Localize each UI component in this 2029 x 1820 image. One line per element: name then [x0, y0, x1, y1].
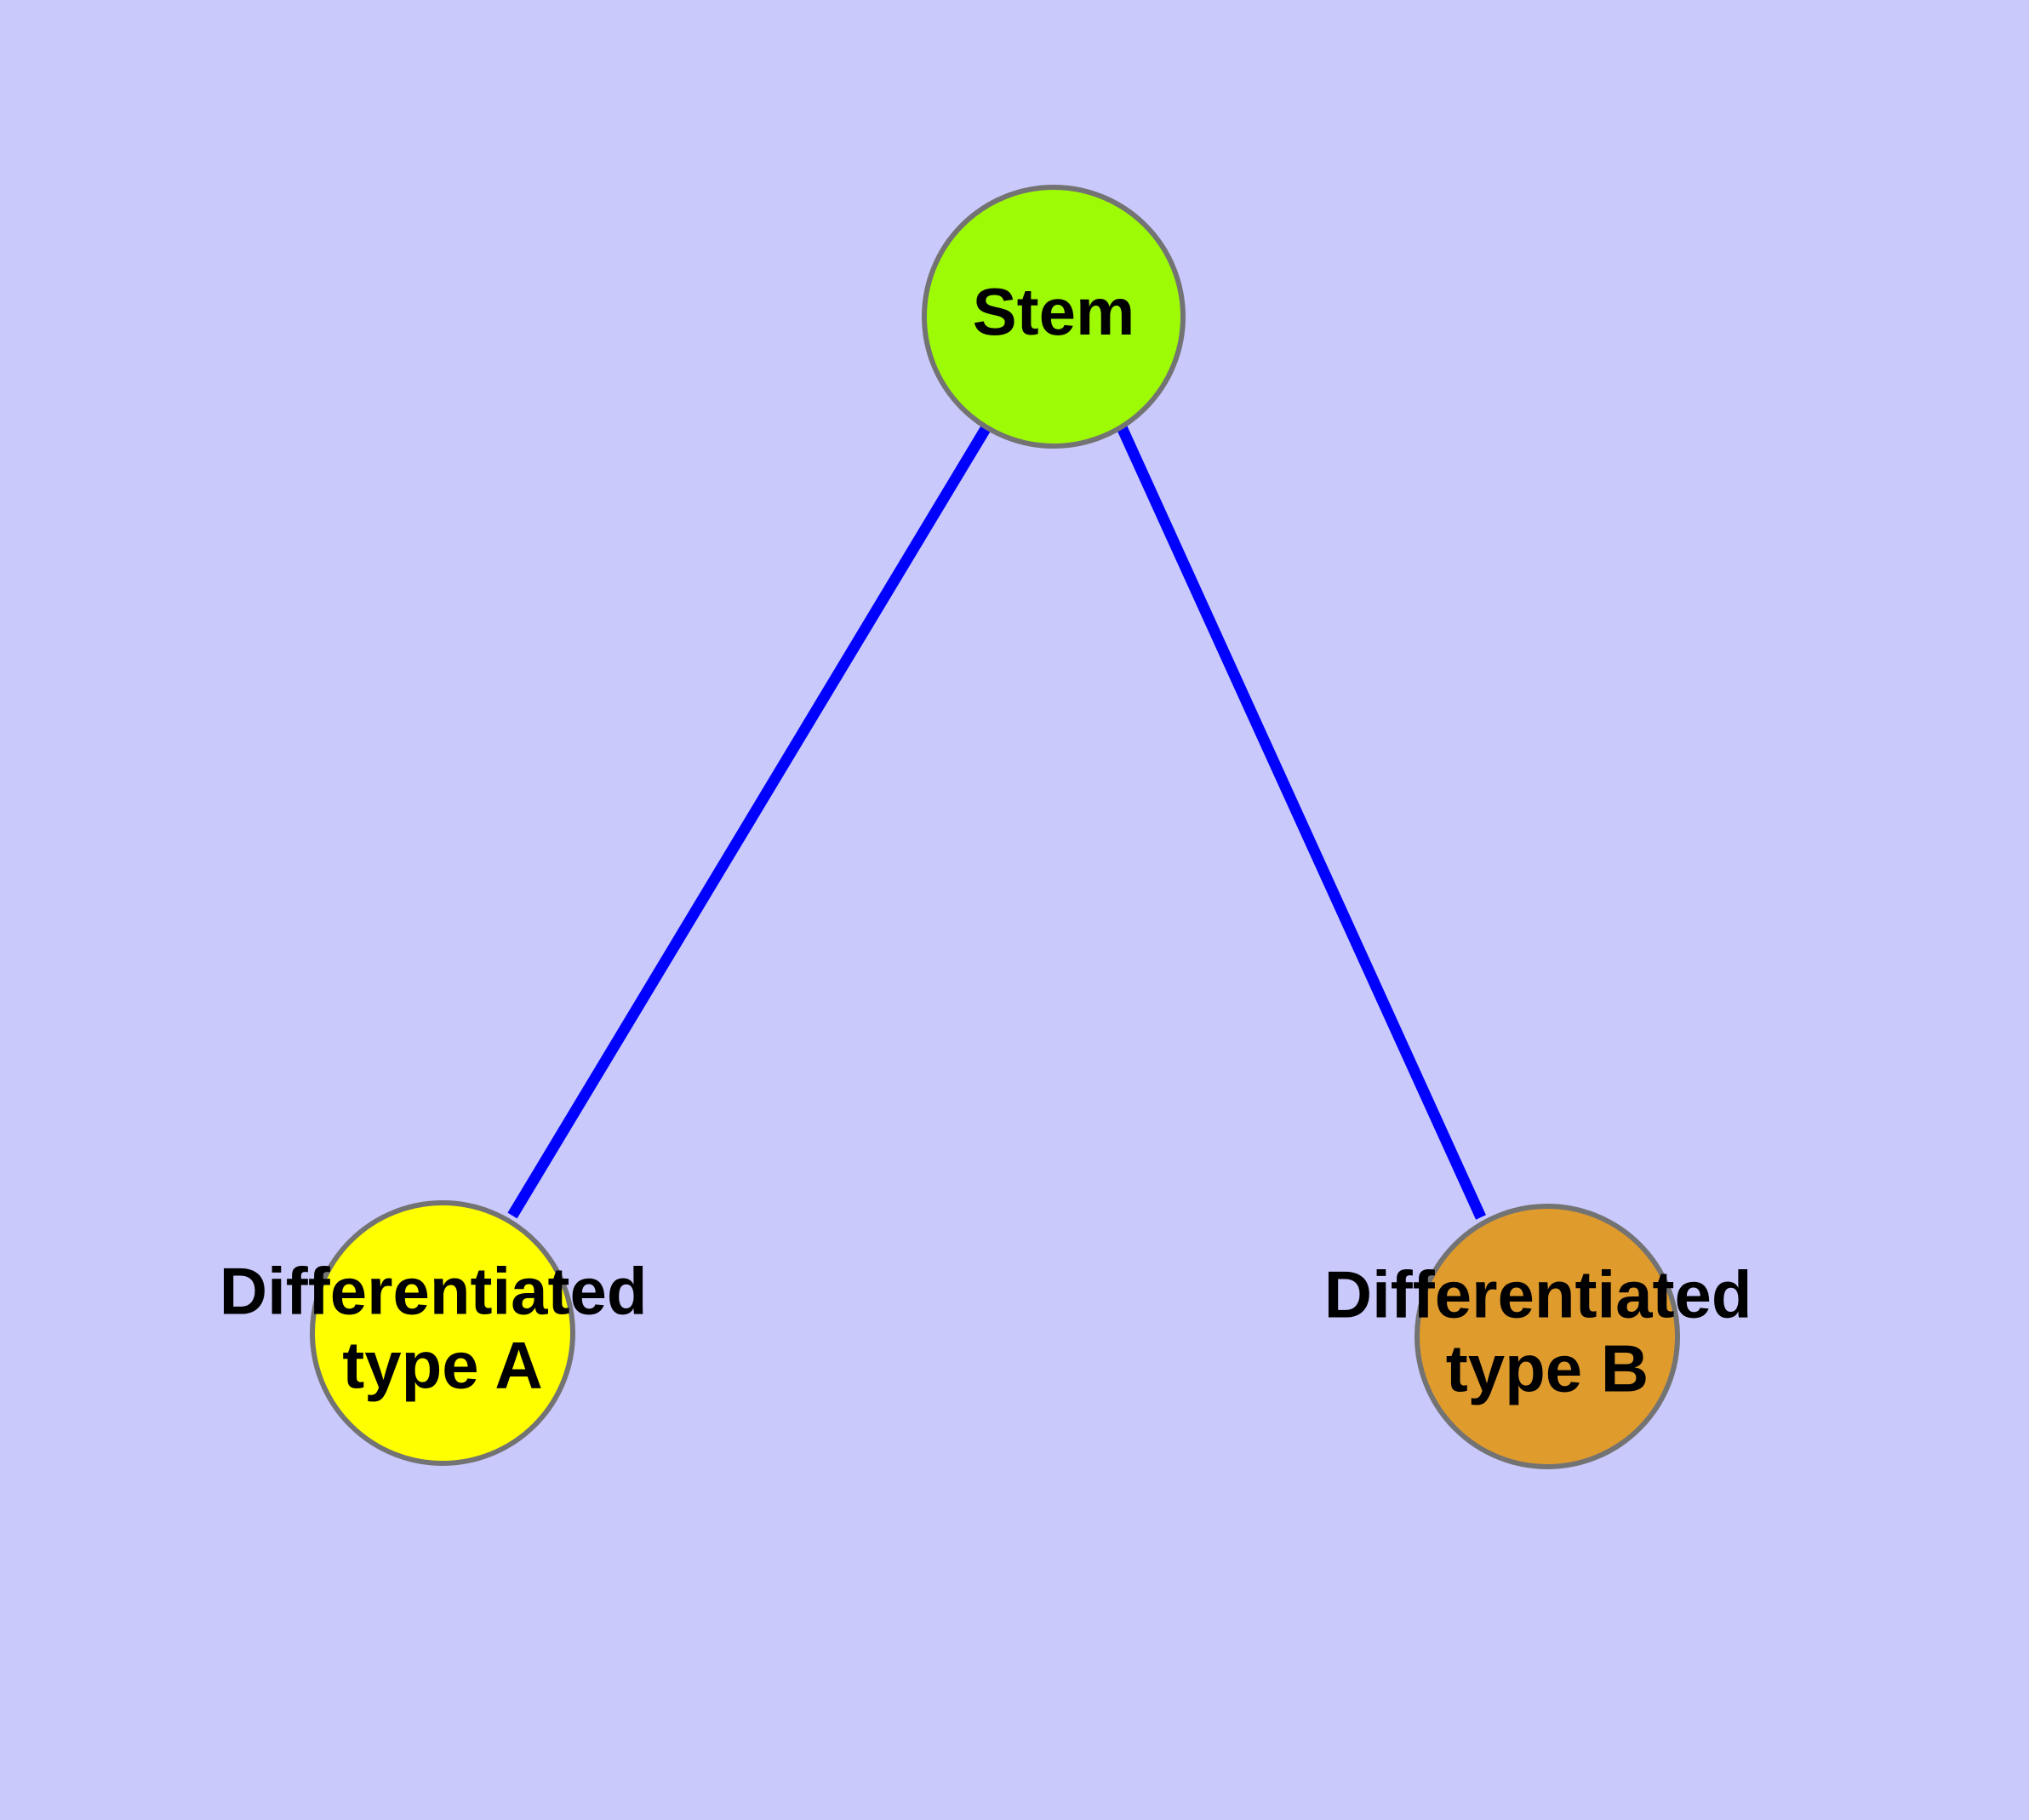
node-label-differentiated-type-b: Differentiated type B [1324, 1256, 1770, 1405]
edges-layer [507, 424, 1486, 1220]
node-label-stem: Stem [973, 274, 1135, 349]
edge-stem-to-differentiated-type-b[interactable] [1117, 425, 1486, 1220]
node-label-differentiated-type-a: Differentiated type A [220, 1253, 666, 1402]
node-differentiated-type-b[interactable]: Differentiated type B [1324, 1204, 1770, 1469]
node-circle-stem[interactable] [922, 185, 1186, 449]
nodes-layer: Stem Differentiated type A Differentiate… [220, 185, 1770, 1469]
node-circle-differentiated-type-b[interactable] [1415, 1204, 1680, 1469]
edge-stem-to-differentiated-type-a[interactable] [507, 424, 992, 1219]
node-circle-differentiated-type-a[interactable] [310, 1200, 575, 1466]
node-differentiated-type-a[interactable]: Differentiated type A [220, 1200, 666, 1466]
node-stem[interactable]: Stem [922, 185, 1186, 449]
